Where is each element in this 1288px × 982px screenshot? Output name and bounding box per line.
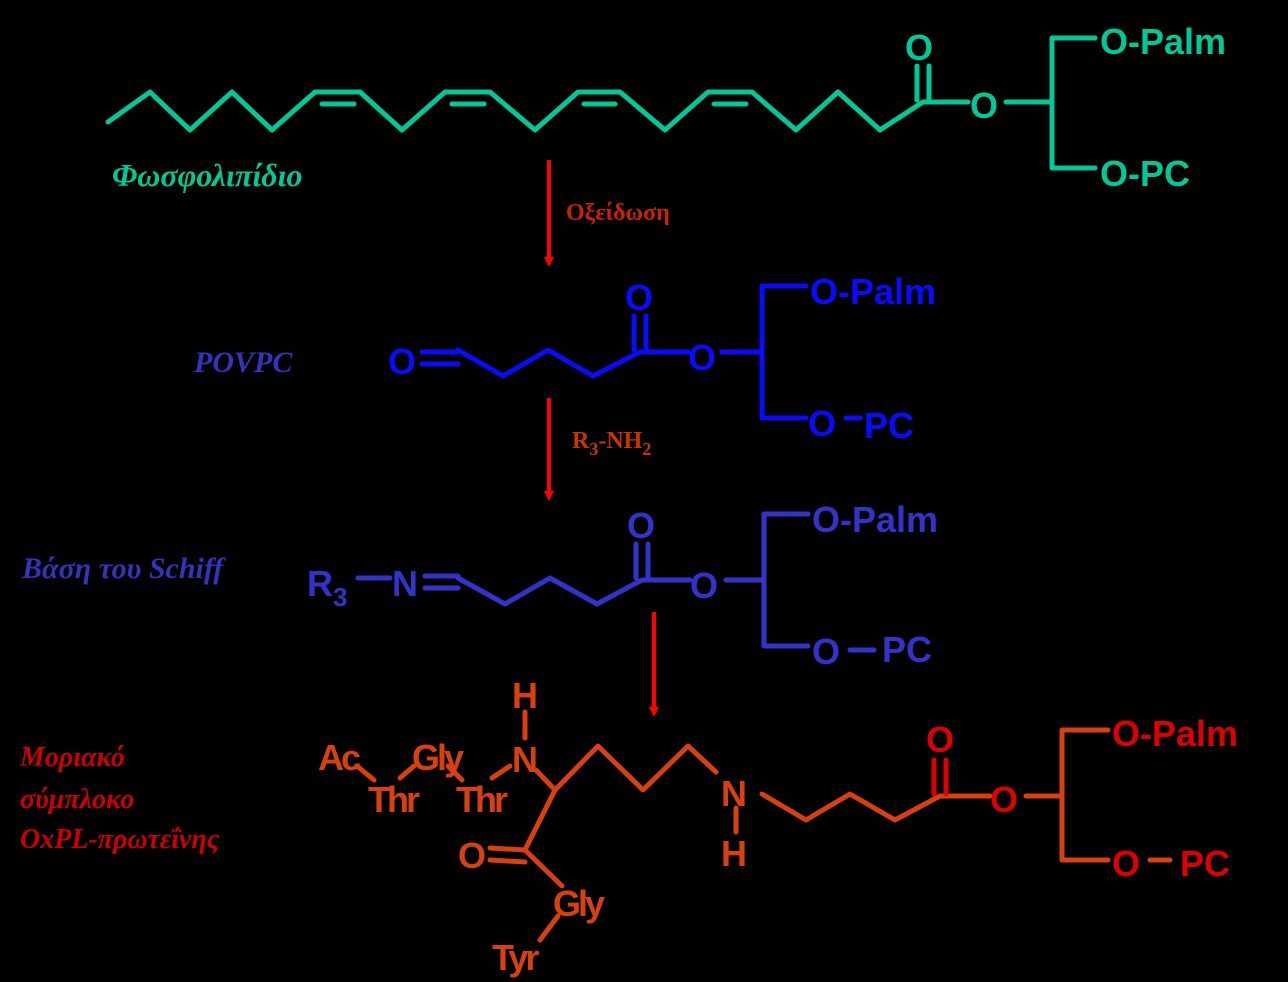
complex-red-structure	[931, 757, 949, 797]
thr-n-bond	[489, 763, 513, 781]
complex-name-line3: OxPL-πρωτεΐνης	[20, 824, 220, 855]
complex-pc-o: O	[1112, 843, 1140, 884]
complex-glycerol-structure	[1059, 727, 1173, 863]
amine-nh-sub: 2	[642, 439, 651, 459]
complex-name-line2: σύμπλοκο	[20, 784, 134, 815]
complex-structure	[354, 709, 1065, 943]
phospholipid-pc: O-PC	[1100, 153, 1190, 194]
schiff-r: R3	[307, 563, 347, 612]
amine-label: R3-NH2	[572, 428, 651, 459]
thr1-label: Thr	[368, 779, 420, 820]
schiff-glycerol	[761, 511, 811, 649]
schiff-n: N	[392, 563, 418, 604]
gly1-label: Gly	[412, 737, 464, 778]
schiff-name: Βάση του Schiff	[21, 552, 226, 585]
phospholipid-structure	[105, 35, 1098, 171]
phospholipid-name: Φωσφολιπίδιο	[112, 157, 303, 193]
lysine-side-chain	[552, 743, 719, 793]
gly2-label: Gly	[553, 883, 605, 924]
phospholipid-ester-o: O	[970, 85, 998, 126]
tyr-label: Tyr	[492, 937, 539, 978]
povpc-structure	[419, 283, 863, 421]
amine-r-sub: 3	[589, 439, 598, 459]
complex-glycerol	[1059, 727, 1111, 863]
complex-name-line1: Μοριακό	[19, 742, 125, 773]
complex-pc: PC	[1180, 843, 1230, 884]
oxidation-label: Οξείδωση	[566, 200, 670, 226]
phospholipid-carbonyl-o: O	[905, 27, 933, 68]
complex-chain	[759, 791, 993, 823]
amine-r: R	[572, 428, 590, 454]
n-calpha-bond	[533, 767, 558, 793]
n-top-label: N	[512, 739, 536, 780]
carbonyl-gly-bond	[522, 847, 565, 889]
povpc-name: POVPC	[193, 346, 293, 379]
schiff-palm: O-Palm	[812, 499, 938, 540]
povpc-pc: PC	[864, 405, 914, 446]
schiff-structure	[355, 511, 877, 653]
amide-o-bond-a	[487, 845, 528, 853]
amide-o-bond-b	[487, 857, 528, 865]
povpc-carbonyl-o: O	[625, 277, 653, 318]
amine-nh: -NH	[598, 428, 642, 454]
gly-thr-bond	[445, 763, 465, 783]
complex-ester-o: O	[990, 779, 1018, 820]
phospholipid-chain	[105, 89, 971, 133]
glycerol-backbone	[1049, 35, 1098, 171]
thr2-label: Thr	[456, 779, 508, 820]
povpc-palm: O-Palm	[810, 271, 936, 312]
povpc-chain	[455, 347, 691, 379]
schiff-ester-o: O	[690, 565, 718, 606]
phospholipid-palm: O-Palm	[1100, 21, 1226, 62]
schiff-pc: PC	[882, 629, 932, 670]
calpha-carbonyl-bond	[522, 787, 558, 853]
povpc-glycerol	[759, 283, 809, 421]
thr-gly-bond	[397, 763, 417, 781]
povpc-ester-o: O	[688, 337, 716, 378]
complex-palm: O-Palm	[1112, 713, 1238, 754]
schiff-pc-o: O	[812, 631, 840, 672]
schiff-r-sub: 3	[333, 582, 347, 612]
complex-carbonyl-o: O	[926, 719, 954, 760]
h-mid-label: H	[721, 833, 745, 874]
schiff-r-letter: R	[307, 563, 333, 604]
schiff-carbonyl-o: O	[627, 505, 655, 546]
ac-thr-bond	[354, 763, 377, 783]
n-mid-label: N	[721, 773, 745, 814]
povpc-pc-o: O	[808, 403, 836, 444]
povpc-aldehyde-o: O	[388, 341, 416, 382]
ac-label: Ac	[318, 737, 360, 778]
h-top-label: H	[512, 675, 536, 716]
amide-o-label: O	[458, 835, 485, 876]
schiff-chain	[455, 575, 693, 607]
gly-tyr-bond	[537, 913, 561, 943]
